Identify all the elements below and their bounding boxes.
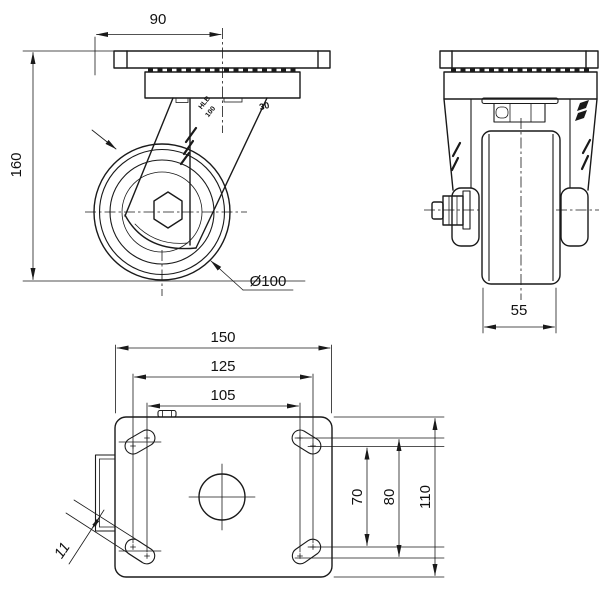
front-top-plate <box>113 50 331 69</box>
dim-55-label: 55 <box>511 302 528 319</box>
dim-80: 80 <box>381 439 402 557</box>
side-fork-legs <box>443 98 598 247</box>
front-axle-hex-nut <box>153 191 183 229</box>
cast-mark-30: 30 <box>258 100 270 112</box>
side-swivel-housing <box>443 71 598 100</box>
wheel-rim-leader <box>91 129 117 150</box>
dim-90: 90 <box>94 11 222 76</box>
dim-90-label: 90 <box>150 11 167 28</box>
dim-dia100-label: Ø100 <box>250 273 287 290</box>
plate-top-tab <box>157 409 177 418</box>
dim-70-label: 70 <box>349 489 366 506</box>
plate-side-flange <box>94 454 116 532</box>
front-fork <box>124 97 268 250</box>
dim-125: 125 <box>134 358 312 380</box>
dim-105-label: 105 <box>210 387 235 404</box>
dim-105: 105 <box>148 387 299 409</box>
dim-150-label: 150 <box>210 329 235 346</box>
side-view: 55 <box>424 50 599 334</box>
dim-160: 160 <box>8 50 115 280</box>
dim-11: 11 <box>51 499 143 565</box>
dim-80-label: 80 <box>381 489 398 506</box>
side-cast-marks <box>450 100 592 172</box>
mounting-plate <box>114 416 333 578</box>
side-top-plate <box>439 50 599 69</box>
front-view: HLB 100 30 <box>22 28 331 296</box>
dim-110-label: 110 <box>417 485 434 509</box>
dim-110: 110 <box>417 418 438 576</box>
front-cast-markings: HLB 100 30 <box>179 95 270 166</box>
front-dimensions: 90 160 Ø100 <box>8 11 294 291</box>
front-centerlines <box>85 28 247 296</box>
dim-55: 55 <box>482 287 557 334</box>
front-housing-tabs <box>175 97 243 103</box>
dim-125-label: 125 <box>210 358 235 375</box>
bottom-extension-lines <box>115 344 445 578</box>
side-centerlines <box>424 118 599 300</box>
dim-160-label: 160 <box>8 152 25 177</box>
dim-150: 150 <box>116 329 331 351</box>
dim-11-label: 11 <box>51 539 74 561</box>
dim-dia100: Ø100 <box>210 260 294 291</box>
bottom-view: 150 125 105 70 80 110 <box>51 329 445 578</box>
dim-70: 70 <box>349 447 370 546</box>
brand-logo-mark <box>179 126 198 166</box>
side-kingpin-nut <box>481 97 559 123</box>
center-hole <box>188 463 256 531</box>
brand-mark-line2: 100 <box>204 105 217 119</box>
